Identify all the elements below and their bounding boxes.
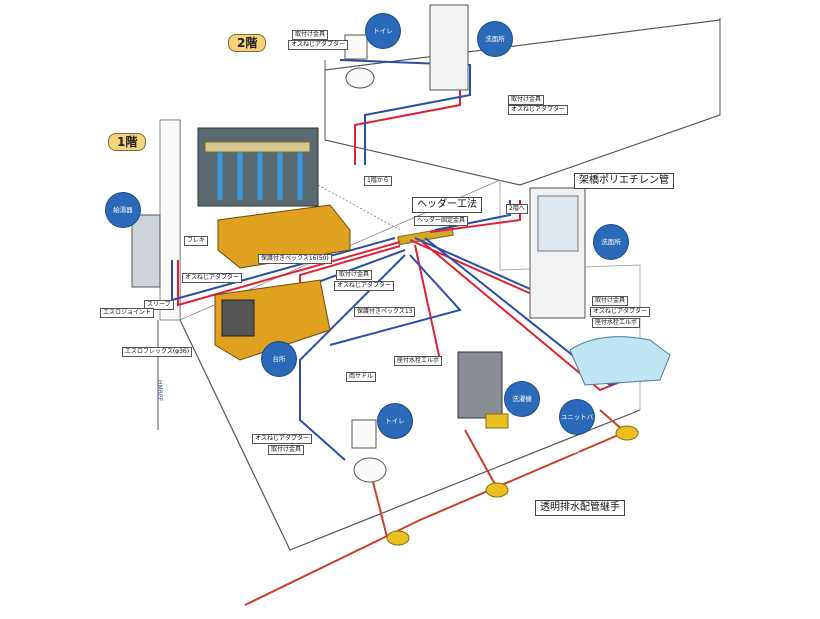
washroom-mirror-1f (537, 195, 579, 252)
inset-header-bar (204, 141, 311, 153)
washing-machine-pan (485, 413, 509, 429)
room-kitchen: 台所 (262, 342, 296, 376)
label-xlpe-pipe: 架橋ポリエチレン管 (574, 173, 674, 189)
label-flexible: フレキ (184, 236, 209, 246)
room-washroom-2f: 洗面所 (478, 22, 512, 56)
bathtub (569, 336, 671, 386)
label-male-adapter-e: オスねじアダプター (590, 307, 651, 317)
hot-pipe-laundry (414, 244, 441, 361)
toilet-2f-tank (344, 34, 368, 60)
label-fitting-metal-d: 取付け金具 (592, 296, 629, 306)
label-sheath-pipe-13: 保護付きペックス13 (354, 307, 416, 317)
second-floor-wall (324, 18, 721, 186)
toilet-1f-tank (351, 419, 377, 449)
toilet-2f-bowl (345, 67, 375, 89)
label-to-2f: 2階へ (506, 204, 528, 214)
label-eslon-flex: エスロフレックス(φ36) (122, 347, 193, 357)
kitchen-stove (221, 299, 255, 337)
label-fitting-metal-b: 取付け金具 (508, 95, 545, 105)
washroom-vanity-2f (429, 4, 469, 91)
cold-pipe-2f-toilet (339, 59, 471, 165)
room-toilet-2f: トイレ (366, 14, 400, 48)
drain-branch-2 (464, 429, 498, 489)
label-fitting-metal-f: 取付け金具 (268, 445, 305, 455)
label-male-adapter-b: オスねじアダプター (508, 105, 569, 115)
label-fitting-metal-c: 取付け金具 (336, 270, 373, 280)
room-toilet-1f: トイレ (378, 404, 412, 438)
label-fitting-metal-a: 取付け金具 (292, 30, 329, 40)
room-laundry: 洗濯機 (505, 382, 539, 416)
label-sheath-pipe: 保護付きペックス16(50) (258, 254, 332, 264)
label-from-1f: 1階から (364, 176, 392, 186)
label-male-adapter-d: オスねじアダプター (334, 281, 395, 291)
label-male-adapter-f: オスねじアダプター (252, 434, 313, 444)
label-header-method: ヘッダー工法 (412, 197, 482, 213)
drain-fitting-2 (485, 482, 509, 498)
toilet-1f-bowl (353, 457, 387, 483)
drain-fitting-3 (615, 425, 639, 441)
cold-pipe-lower (329, 254, 462, 346)
label-wall-elbow-b: 座付水栓エルボ (394, 356, 443, 366)
label-transparent-drain: 透明排水配管継手 (535, 500, 625, 516)
floor-badge-1f: 1階 (108, 133, 147, 151)
room-water-heater: 給湯器 (106, 193, 140, 227)
label-eslon-joint: エスロジョイント (100, 308, 155, 318)
label-pipe-saddle: 両サドル (346, 372, 377, 382)
inset-leader (317, 184, 401, 231)
kitchen-upper-cabinet (217, 204, 351, 269)
room-unit-bath: ユニットバス (560, 400, 594, 455)
floor-badge-2f: 2階 (228, 34, 267, 52)
drain-fitting-1 (386, 530, 410, 546)
washing-machine (457, 351, 503, 419)
label-drain-vertical: HMRPE (156, 380, 163, 402)
label-wall-elbow-a: 座付水栓エルボ (592, 318, 641, 328)
room-washroom-1f: 洗面所 (594, 225, 628, 259)
label-header-bracket: ヘッダー固定金具 (414, 216, 469, 226)
label-male-adapter-a: オスねじアダプター (288, 40, 349, 50)
water-heater-unit (131, 214, 161, 288)
drain-pipe (244, 429, 631, 606)
label-male-adapter-c: オスねじアダプター (182, 273, 243, 283)
cold-pipe-toilet-1f (299, 254, 406, 461)
label-sleeve: スリーブ (144, 300, 174, 310)
